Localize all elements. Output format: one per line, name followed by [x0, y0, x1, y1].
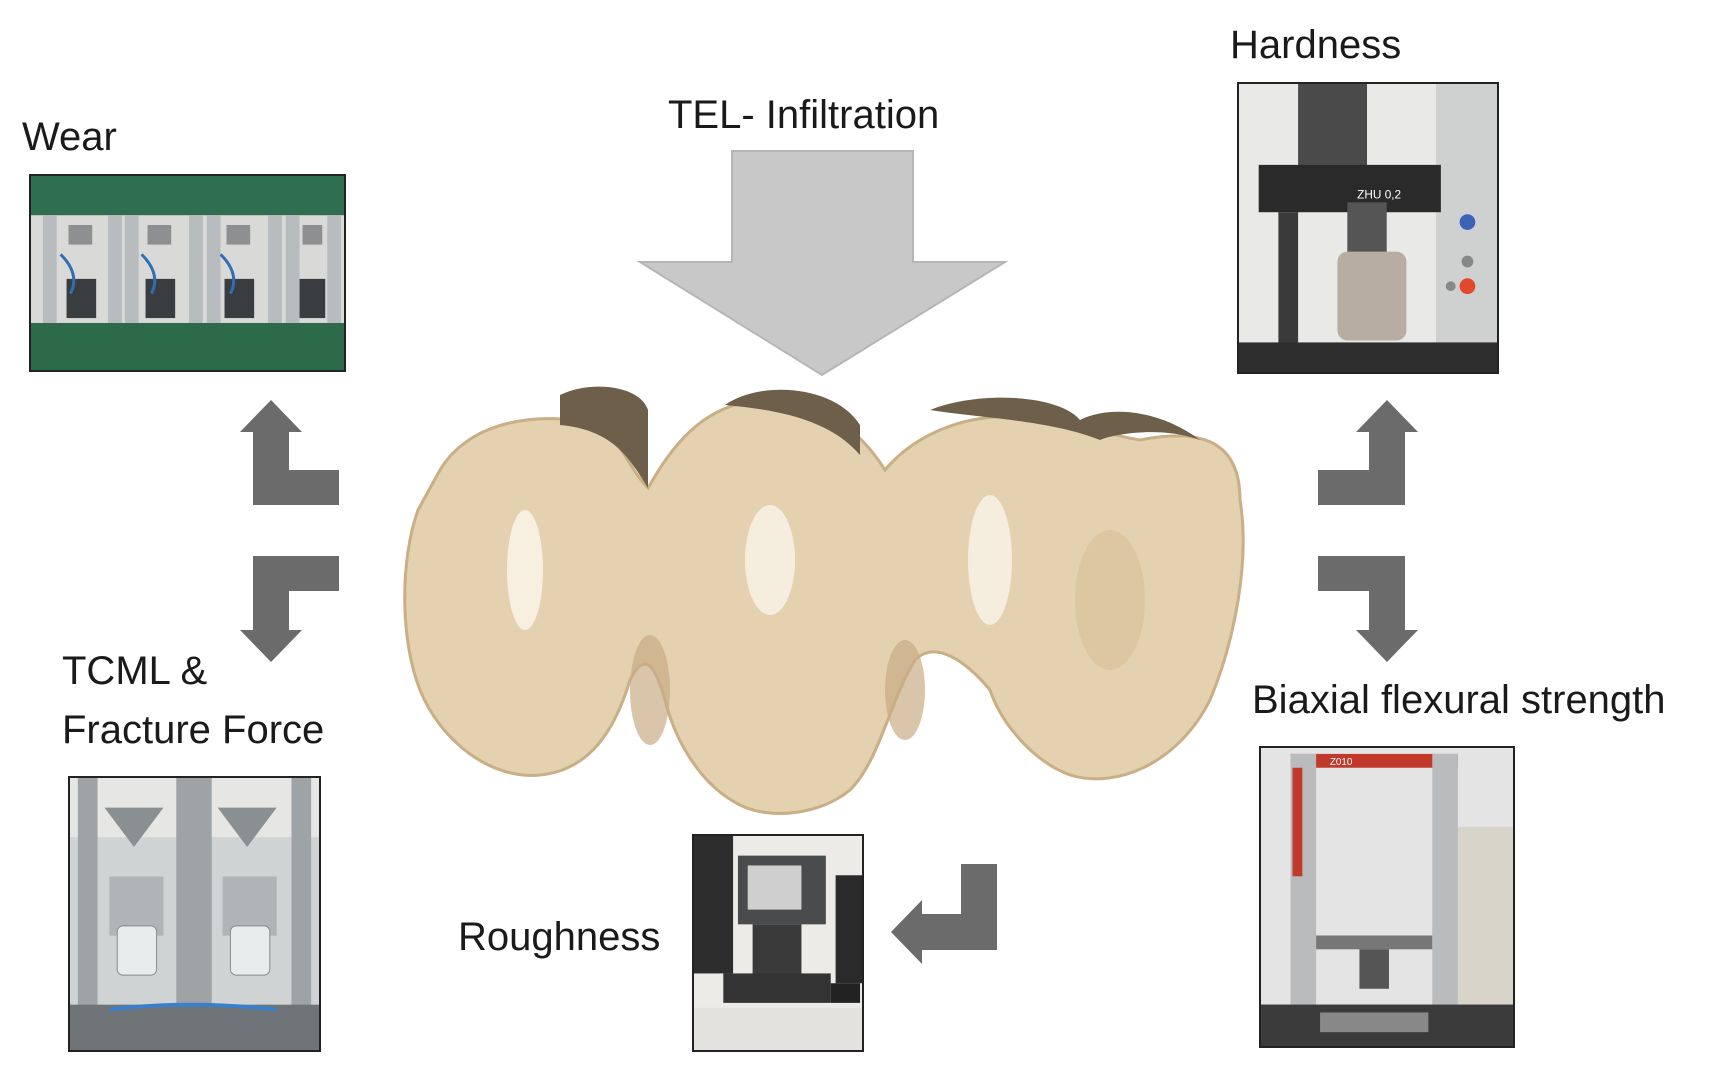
tel-infiltration-label: TEL- Infiltration	[668, 93, 940, 137]
arrow-to-roughness	[891, 864, 997, 964]
roughness-label: Roughness	[458, 915, 661, 959]
hardness-photo: ZHU 0,2	[1237, 82, 1499, 374]
hardness-machine-label: ZHU 0,2	[1357, 187, 1401, 201]
dental-bridge	[403, 386, 1245, 815]
biaxial-machine-label: Z010	[1330, 757, 1353, 768]
biaxial-label: Biaxial flexural strength	[1252, 678, 1666, 722]
infiltration-arrow	[636, 150, 1009, 377]
tcml-label-line1: TCML &	[62, 649, 208, 693]
arrow-to-biaxial	[1318, 556, 1418, 662]
arrow-to-hardness	[1318, 400, 1418, 505]
wear-label: Wear	[22, 115, 117, 159]
arrow-to-wear	[240, 400, 339, 505]
tcml-label-line2: Fracture Force	[62, 708, 325, 752]
wear-photo	[29, 174, 346, 372]
roughness-photo	[692, 834, 864, 1052]
hardness-label: Hardness	[1230, 23, 1402, 67]
tcml-photo	[68, 776, 321, 1052]
biaxial-photo: Z010	[1259, 746, 1515, 1048]
arrow-to-tcml	[240, 556, 339, 662]
